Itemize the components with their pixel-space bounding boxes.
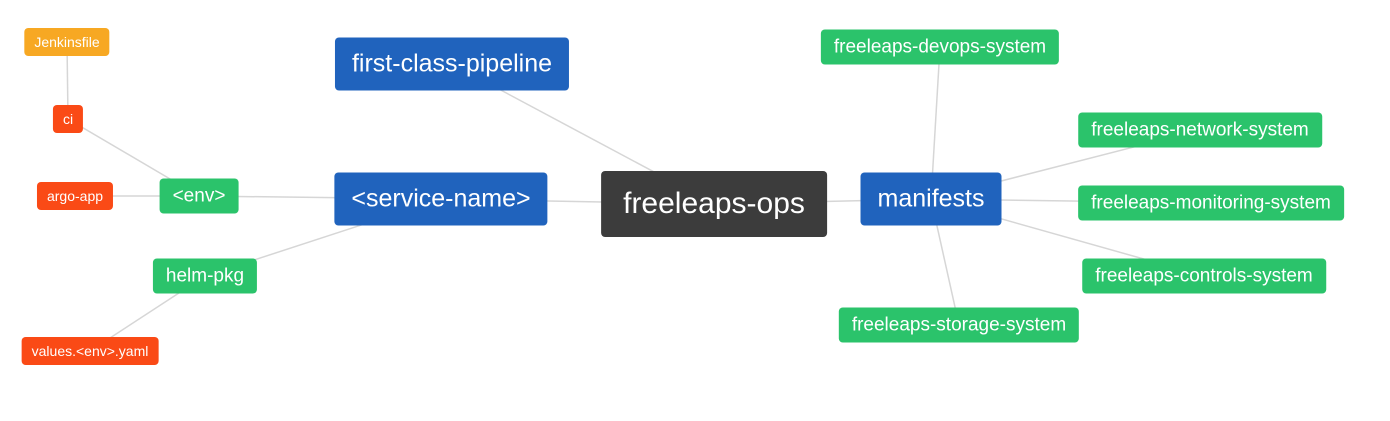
node-service-name[interactable]: <service-name> (334, 172, 548, 226)
node-freeleaps-controls-system[interactable]: freeleaps-controls-system (1082, 258, 1326, 294)
node-freeleaps-network-system[interactable]: freeleaps-network-system (1078, 112, 1322, 148)
node-freeleaps-storage-system[interactable]: freeleaps-storage-system (838, 307, 1080, 343)
node-argo-app[interactable]: argo-app (36, 182, 114, 210)
node-jenkinsfile[interactable]: Jenkinsfile (24, 28, 110, 56)
node-freeleaps-devops-system[interactable]: freeleaps-devops-system (820, 29, 1060, 65)
node-helm-pkg[interactable]: helm-pkg (152, 258, 258, 294)
node-freeleaps-ops[interactable]: freeleaps-ops (601, 171, 827, 237)
node-ci[interactable]: ci (52, 105, 84, 133)
node-first-class-pipeline[interactable]: first-class-pipeline (334, 37, 570, 91)
node-env[interactable]: <env> (159, 178, 239, 214)
node-freeleaps-monitoring-system[interactable]: freeleaps-monitoring-system (1078, 185, 1344, 221)
node-values-env-yaml[interactable]: values.<env>.yaml (21, 337, 159, 365)
node-manifests[interactable]: manifests (860, 172, 1002, 226)
